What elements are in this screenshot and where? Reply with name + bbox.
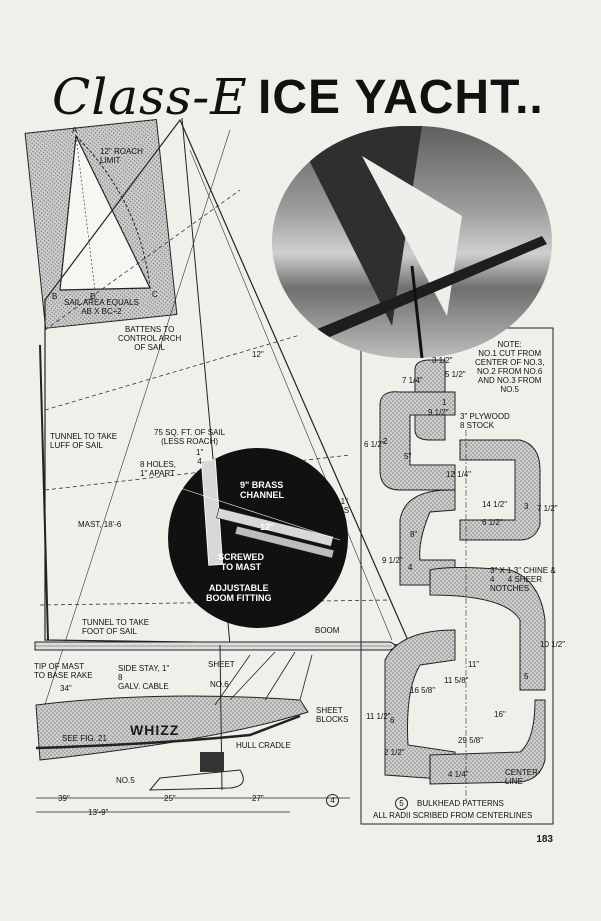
- page-title: Class-E ICE YACHT..: [0, 60, 601, 130]
- label-boom: BOOM: [315, 626, 340, 635]
- label-roach-limit: 12" ROACH LIMIT: [100, 147, 143, 165]
- dim-quarter: 1" 4: [196, 448, 204, 466]
- ice-yacht-photo-art: [272, 126, 547, 358]
- bulkhead-number-1: 1: [442, 398, 447, 407]
- label-side-stay: SIDE STAY, 1" 8 GALV. CABLE: [118, 664, 170, 691]
- label-tunnel-luff: TUNNEL TO TAKE LUFF OF SAIL: [50, 432, 118, 450]
- dim-rake: 34": [60, 684, 72, 693]
- bulkhead-number-5: 5: [524, 672, 529, 681]
- page-number: 183: [536, 834, 553, 845]
- bulkhead-frame: [360, 327, 554, 825]
- label-radii: ALL RADII SCRIBED FROM CENTERLINES: [373, 811, 533, 820]
- label-see-fig: SEE FIG. 21: [62, 734, 107, 743]
- label-sq-ft: 75 SQ. FT. OF SAIL (LESS ROACH): [154, 428, 226, 446]
- title-main: ICE YACHT..: [258, 71, 544, 124]
- bulkhead-dim: 6 1/2": [364, 440, 385, 449]
- bulkhead-dim: 4 1/4": [448, 770, 469, 779]
- bulkhead-dim: 8": [410, 530, 418, 539]
- bulkhead-dim: 9 1/2": [428, 408, 449, 417]
- bulkhead-dim: 11": [468, 660, 480, 669]
- bulkhead-number-6: 6: [390, 716, 395, 725]
- label-plywood: 3" PLYWOOD 8 STOCK: [460, 412, 510, 430]
- bulkhead-dim: 7 1/4": [402, 376, 423, 385]
- fig-5-number: 5: [395, 797, 408, 810]
- dim-25: 25": [164, 794, 176, 803]
- bulkhead-number-2: 2: [383, 437, 388, 446]
- dim-39: 39": [58, 794, 70, 803]
- dim-overall: 13'-9": [88, 808, 109, 817]
- bulkhead-dim: 10 1/2": [540, 640, 566, 649]
- label-holes: 8 HOLES, 1" APART: [140, 460, 177, 478]
- bulkhead-dim: 7 1/2": [537, 504, 558, 513]
- label-mast: MAST, 18'-6: [78, 520, 122, 529]
- bulkhead-dim: 6 1/2": [482, 518, 503, 527]
- label-point-b: B: [52, 292, 58, 301]
- label-battens: BATTENS TO CONTROL ARCH OF SAIL: [118, 325, 182, 352]
- bulkhead-dim: 11 5/8": [444, 676, 469, 685]
- bulkhead-dim: 12 1/4": [446, 470, 472, 479]
- boom-fitting-circle: [168, 448, 348, 628]
- photo-ice-yacht: [272, 126, 552, 358]
- dim-27: 27": [252, 794, 264, 803]
- dim-fitting-12: 12": [260, 522, 275, 532]
- label-boom-fitting: ADJUSTABLE BOOM FITTING: [206, 583, 272, 603]
- label-sail-area: SAIL AREA EQUALS AB X BC÷2: [64, 298, 139, 316]
- bulkhead-dim: 11 1/2": [366, 712, 391, 721]
- label-sheet: SHEET: [208, 660, 235, 669]
- label-tip-rake: TIP OF MAST TO BASE RAKE: [34, 662, 93, 680]
- hull-name: WHIZZ: [130, 722, 180, 738]
- bulkhead-dim: 3 1/2": [432, 356, 453, 365]
- label-brass-channel: 9" BRASS CHANNEL: [240, 480, 284, 500]
- label-no6: NO.6: [210, 680, 229, 689]
- label-sheet-blocks: SHEET BLOCKS: [316, 706, 349, 724]
- bulkhead-dim: 16": [494, 710, 506, 719]
- label-brass-bar: 3" 16 X 1" BRASS: [322, 488, 350, 515]
- bulkhead-dim: 29 5/8": [458, 736, 484, 745]
- title-script: Class-E: [52, 68, 248, 126]
- boom-drawing: [34, 641, 396, 651]
- label-centerline: CENTER- LINE: [505, 768, 541, 786]
- label-bulkhead-note: NOTE: NO.1 CUT FROM CENTER OF NO.3, NO.2…: [475, 340, 545, 394]
- dim-sail-12: 12": [252, 350, 264, 359]
- bulkhead-dim: 14 1/2": [482, 500, 508, 509]
- label-tunnel-foot: TUNNEL TO TAKE FOOT OF SAIL: [82, 618, 150, 636]
- bulkhead-dim: 2 1/2": [384, 748, 405, 757]
- bulkhead-number-4: 4: [408, 563, 413, 572]
- bulkhead-dim: 5 1/2": [445, 370, 466, 379]
- label-bulkhead-patterns: BULKHEAD PATTERNS: [417, 799, 504, 808]
- label-point-d: D: [90, 292, 96, 301]
- label-point-c: C: [152, 290, 158, 299]
- bulkhead-dim: 5": [404, 452, 412, 461]
- label-no5: NO.5: [116, 776, 135, 785]
- bulkhead-dim: 16 5/8": [410, 686, 436, 695]
- fig-4-number: 4: [326, 794, 339, 807]
- label-chine: 3" X 1 3" CHINE & 4 4 SHEER NOTCHES: [490, 566, 556, 593]
- bulkhead-dim: 9 1/2": [382, 556, 403, 565]
- label-hull-cradle: HULL CRADLE: [236, 741, 291, 750]
- label-screwed: SCREWED TO MAST: [218, 552, 265, 572]
- hull-profile: [35, 644, 350, 813]
- label-point-a: A: [72, 126, 78, 135]
- bulkhead-number-3: 3: [524, 502, 529, 511]
